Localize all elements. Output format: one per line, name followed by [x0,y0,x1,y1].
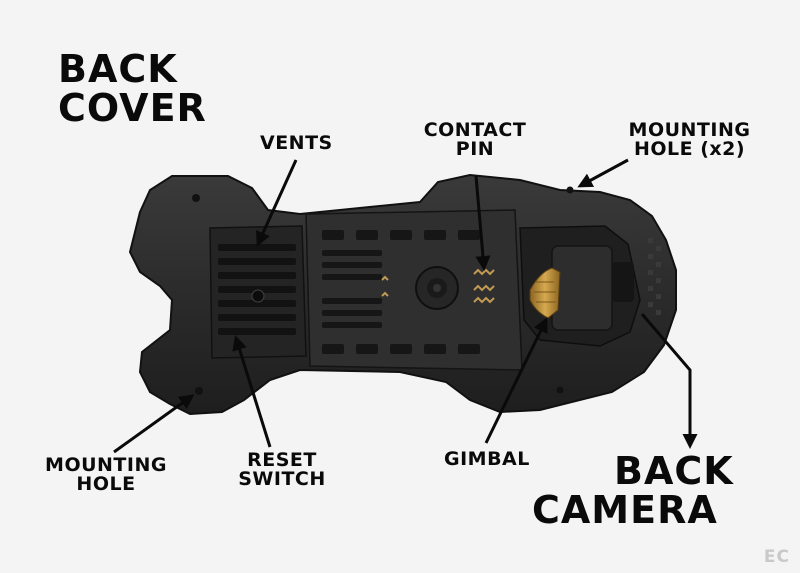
mounting-hole-x2-label-line1: MOUNTING [628,119,751,141]
mounting-hole-label: MOUNTING HOLE [38,454,174,496]
back-cover-label: BACK COVER [58,50,207,128]
battery-bay-slots [322,230,480,354]
back-cover-label-line2: COVER [58,85,207,130]
reset-switch-label-line2: SWITCH [238,468,326,491]
back-cover-body [128,173,677,416]
watermark: EC [763,547,790,567]
back-camera-label-line2: CAMERA [532,487,718,532]
gimbal [529,267,561,319]
annotation-arrows [113,158,698,454]
vents [218,244,296,335]
mounting-hole-label-line1: MOUNTING [45,454,167,476]
back-camera-label: BACK CAMERA [532,452,734,530]
reset-switch-label: RESET SWITCH [236,449,328,491]
reset-switch [251,289,265,303]
back-cover-label-line1: BACK [58,47,178,91]
reset-switch-label-line1: RESET [247,449,317,471]
back-camera-label-line1: BACK [614,449,734,493]
contact-pin-label-line1: CONTACT [423,119,527,141]
gimbal-label: GIMBAL [444,448,530,470]
mounting-hole-x2-label: MOUNTING HOLE (x2) [622,119,757,161]
contact-pin-label-line2: PIN [455,138,495,161]
gear [415,266,459,310]
mounting-hole-x2-label-line2: HOLE (x2) [633,138,746,161]
contact-pin-label: CONTACT PIN [420,119,530,161]
mounting-hole-label-line2: HOLE [76,473,136,496]
vents-label: VENTS [260,132,333,154]
